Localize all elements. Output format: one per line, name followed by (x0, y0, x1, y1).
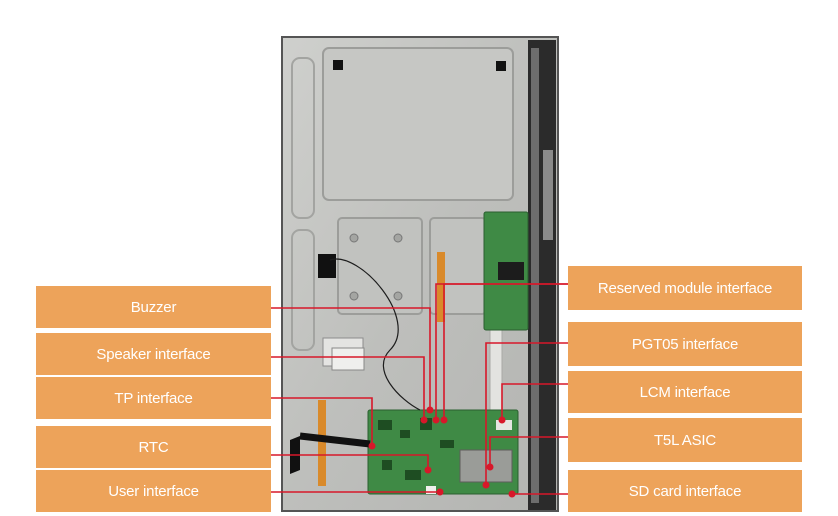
label-pgt05-interface: PGT05 interface (568, 322, 802, 366)
label-rtc: RTC (36, 426, 271, 468)
label-tp-interface: TP interface (36, 377, 271, 419)
label-speaker-interface: Speaker interface (36, 333, 271, 375)
label-lcm-interface: LCM interface (568, 371, 802, 413)
label-reserved-module-interface: Reserved module interface (568, 266, 802, 310)
label-user-interface: User interface (36, 470, 271, 512)
middle-recess-left (337, 217, 423, 315)
upper-recess (322, 47, 514, 201)
label-sd-card-interface: SD card interface (568, 470, 802, 512)
label-buzzer: Buzzer (36, 286, 271, 328)
product-sticker (331, 347, 365, 371)
leader-lines (271, 283, 568, 495)
label-t5l-asic: T5L ASIC (568, 418, 802, 462)
